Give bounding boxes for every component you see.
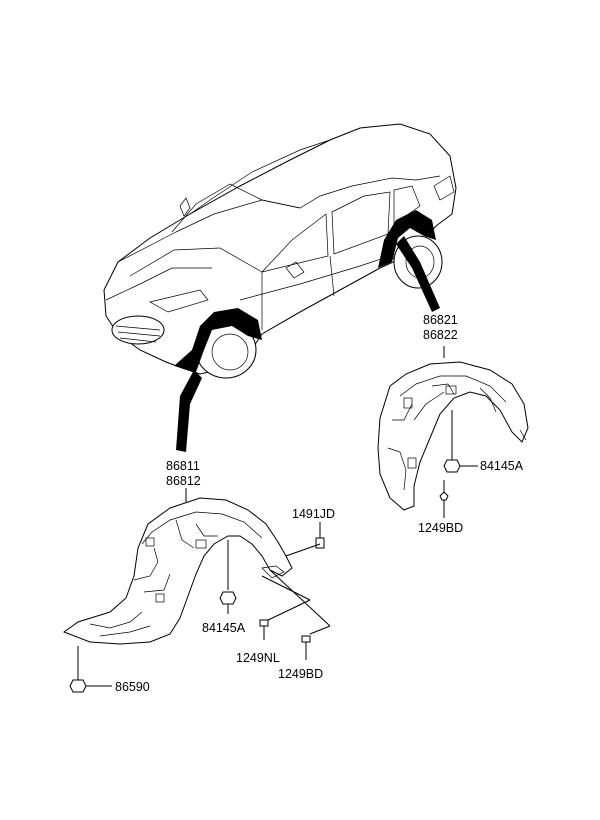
rear-liner-pointer (396, 236, 440, 312)
bolt-icon (439, 480, 449, 518)
clip-icon (315, 537, 325, 549)
label-86812: 86812 (166, 474, 201, 488)
label-86821: 86821 (423, 313, 458, 327)
label-86590: 86590 (115, 680, 150, 694)
front-liner-pointer (176, 370, 202, 452)
rear-liner-highlight (378, 210, 436, 268)
label-1249bd-rear: 1249BD (418, 521, 463, 535)
label-1249nl: 1249NL (236, 651, 280, 665)
label-84145a-front: 84145A (202, 621, 246, 635)
label-1491jd: 1491JD (292, 507, 335, 521)
front-wheel-guard-part (62, 497, 293, 645)
label-1249bd-front: 1249BD (278, 667, 323, 681)
nut-front-icon (219, 591, 237, 605)
label-84145a-rear: 84145A (480, 459, 524, 473)
plug-icon (69, 679, 87, 693)
rear-wheel-guard-part (377, 361, 529, 511)
front-liner-highlight (174, 308, 262, 372)
label-86822: 86822 (423, 328, 458, 342)
screw-icon (259, 619, 269, 640)
bolt-front-icon (301, 635, 311, 660)
nut-icon (443, 459, 461, 473)
label-86811: 86811 (166, 459, 200, 473)
